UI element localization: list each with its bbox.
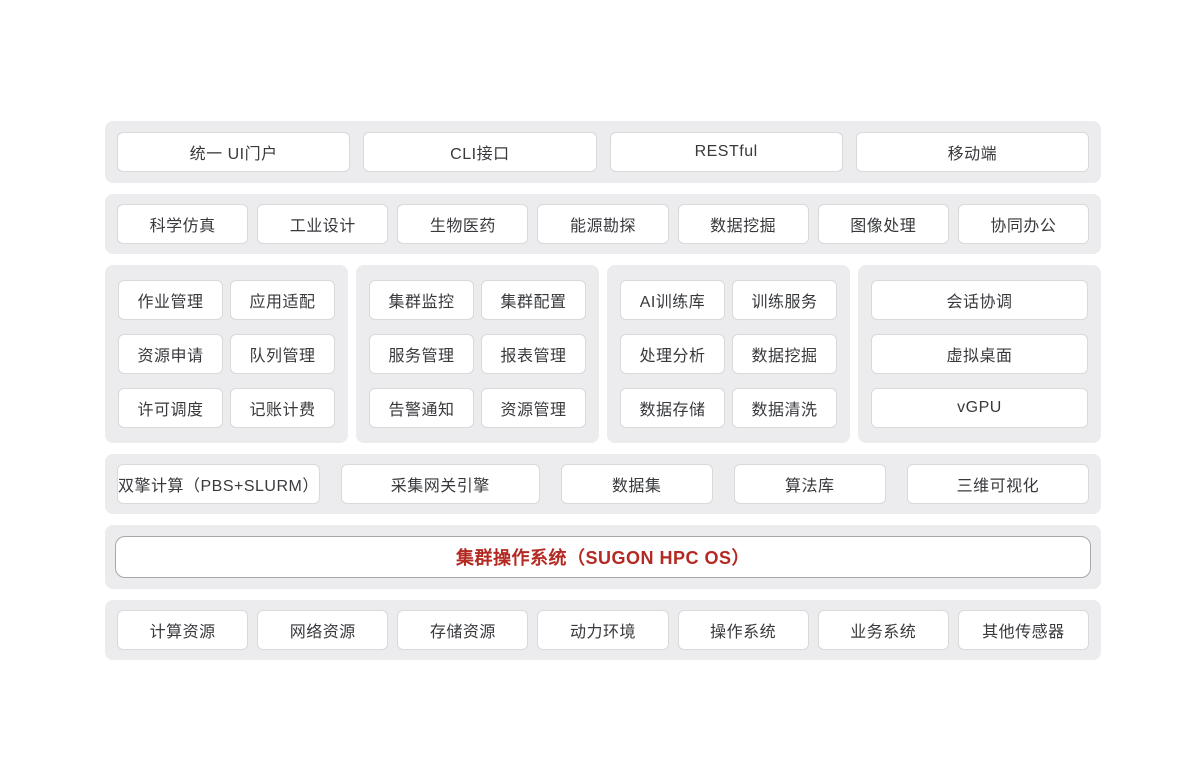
application-card: 科学仿真: [117, 204, 249, 244]
module-card: 许可调度: [118, 388, 223, 428]
cluster-os-title: 集群操作系统（SUGON HPC OS）: [115, 536, 1091, 578]
resource-card: 存储资源: [397, 610, 529, 650]
module-card: 会话协调: [871, 280, 1088, 320]
module-card: 数据挖掘: [732, 334, 837, 374]
module-card: 数据清洗: [732, 388, 837, 428]
engine-card: 算法库: [733, 464, 886, 504]
access-card: 移动端: [855, 132, 1089, 172]
module-group-job-management: 作业管理应用适配资源申请队列管理许可调度记账计费: [105, 265, 348, 443]
module-card: AI训练库: [620, 280, 725, 320]
access-card: CLI接口: [363, 132, 597, 172]
application-card: 数据挖掘: [677, 204, 809, 244]
access-card: RESTful: [609, 132, 843, 172]
engine-layer-band: 双擎计算（PBS+SLURM） 采集网关引擎数据集算法库三维可视化: [105, 454, 1101, 514]
engine-card: 采集网关引擎: [340, 464, 540, 504]
application-card: 工业设计: [257, 204, 389, 244]
module-card: 告警通知: [369, 388, 474, 428]
module-card: 服务管理: [369, 334, 474, 374]
module-card: 数据存储: [620, 388, 725, 428]
module-card: vGPU: [871, 388, 1088, 428]
module-card: 作业管理: [118, 280, 223, 320]
access-layer-band: 统一 UI门户 CLI接口 RESTful 移动端: [105, 121, 1101, 183]
module-card: 报表管理: [481, 334, 586, 374]
application-card: 能源勘探: [537, 204, 669, 244]
access-card: 统一 UI门户: [117, 132, 351, 172]
resource-card: 计算资源: [117, 610, 249, 650]
application-card: 图像处理: [817, 204, 949, 244]
resource-card: 业务系统: [817, 610, 949, 650]
os-layer-band: 集群操作系统（SUGON HPC OS）: [105, 525, 1101, 589]
engine-card: 数据集: [560, 464, 713, 504]
module-group-virtualization: 会话协调虚拟桌面 vGPU: [858, 265, 1101, 443]
module-layer: 作业管理应用适配资源申请队列管理许可调度记账计费 集群监控集群配置服务管理报表管…: [105, 265, 1101, 443]
module-group-ai-data: AI训练库训练服务处理分析数据挖掘数据存储数据清洗: [607, 265, 850, 443]
module-card: 虚拟桌面: [871, 334, 1088, 374]
engine-card: 三维可视化: [906, 464, 1090, 504]
resource-card: 动力环境: [537, 610, 669, 650]
module-card: 训练服务: [732, 280, 837, 320]
resource-card: 网络资源: [257, 610, 389, 650]
application-card: 协同办公: [957, 204, 1089, 244]
application-card: 生物医药: [397, 204, 529, 244]
module-group-cluster-management: 集群监控集群配置服务管理报表管理告警通知资源管理: [356, 265, 599, 443]
resource-card: 操作系统: [677, 610, 809, 650]
module-card: 记账计费: [230, 388, 335, 428]
module-card: 处理分析: [620, 334, 725, 374]
resource-card: 其他传感器: [957, 610, 1089, 650]
module-card: 集群监控: [369, 280, 474, 320]
module-card: 资源管理: [481, 388, 586, 428]
module-card: 应用适配: [230, 280, 335, 320]
engine-card: 双擎计算（PBS+SLURM）: [117, 464, 320, 504]
module-card: 队列管理: [230, 334, 335, 374]
module-card: 资源申请: [118, 334, 223, 374]
module-card: 集群配置: [481, 280, 586, 320]
resource-layer-band: 计算资源网络资源存储资源动力环境操作系统业务系统其他传感器: [105, 600, 1101, 660]
application-layer-band: 科学仿真工业设计生物医药能源勘探数据挖掘图像处理协同办公: [105, 194, 1101, 254]
